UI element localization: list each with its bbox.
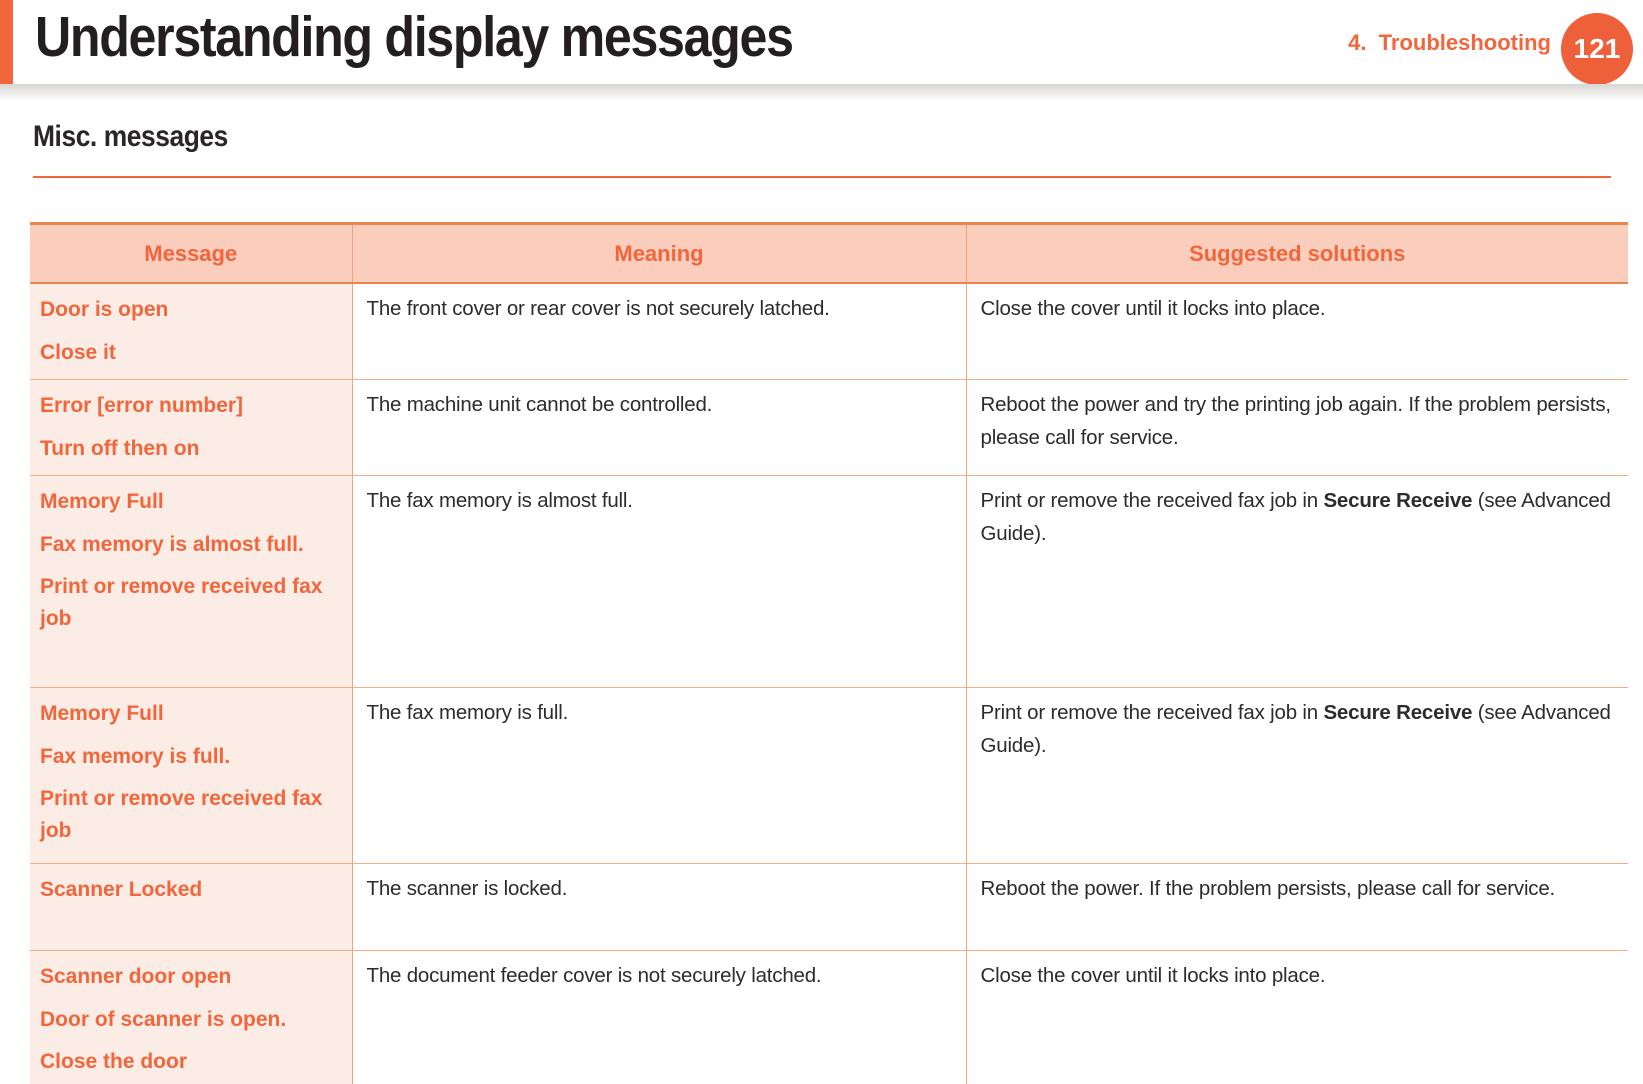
page-number: 121 xyxy=(1573,33,1621,64)
page-title: Understanding display messages xyxy=(35,5,794,69)
solution-text: Close the cover until it locks into plac… xyxy=(980,964,1326,987)
meaning-cell: The scanner is locked. xyxy=(351,863,966,951)
message-line: Door of scanner is open. xyxy=(40,1007,287,1031)
message-line: Door is open xyxy=(40,298,169,321)
column-header-meaning: Meaning xyxy=(351,223,966,284)
solution-text: Print or remove the received fax job in xyxy=(980,701,1324,724)
meaning-text: The scanner is locked. xyxy=(366,877,568,900)
message-cell: Memory Full Fax memory is full. Print or… xyxy=(30,687,352,864)
page-number-badge: 121 xyxy=(1561,13,1633,85)
message-line: Close it xyxy=(40,340,116,364)
message-line: Print or remove received fax job xyxy=(40,787,323,842)
meaning-cell: The machine unit cannot be controlled. xyxy=(351,379,966,476)
table-row-door-is-open: Door is open Close it The front cover or… xyxy=(30,283,1628,380)
message-cell: Memory Full Fax memory is almost full. P… xyxy=(30,475,352,688)
message-line: Close the door xyxy=(40,1050,188,1073)
column-header-suggested-solutions: Suggested solutions xyxy=(965,223,1628,284)
message-cell: Scanner door open Door of scanner is ope… xyxy=(30,950,352,1084)
message-line: Memory Full xyxy=(40,702,164,725)
solution-text: (see Advanced Guide). xyxy=(980,701,1611,757)
header-accent-bar xyxy=(0,0,13,88)
solution-cell: Reboot the power. If the problem persist… xyxy=(965,863,1628,951)
meaning-text: The front cover or rear cover is not sec… xyxy=(366,297,830,320)
solution-text: (see Advanced Guide). xyxy=(980,489,1611,545)
table-row-error-number: Error [error number] Turn off then on Th… xyxy=(30,379,1628,476)
meaning-cell: The document feeder cover is not securel… xyxy=(351,950,966,1084)
message-line: Scanner door open xyxy=(40,965,232,988)
section-rule xyxy=(33,176,1611,178)
message-line: Scanner Locked xyxy=(40,878,203,901)
table-row-scanner-door-open: Scanner door open Door of scanner is ope… xyxy=(30,950,1628,1084)
message-line: Error [error number] xyxy=(40,394,244,417)
message-cell: Scanner Locked xyxy=(30,863,352,951)
meaning-cell: The front cover or rear cover is not sec… xyxy=(351,283,966,380)
message-cell: Error [error number] Turn off then on xyxy=(30,379,352,476)
header-shadow xyxy=(0,84,1643,101)
solution-cell: Print or remove the received fax job in … xyxy=(965,687,1628,864)
message-line: Memory Full xyxy=(40,490,164,513)
solution-bold-text: Secure Receive xyxy=(1323,701,1473,724)
solution-cell: Close the cover until it locks into plac… xyxy=(965,950,1628,1084)
solution-text: Print or remove the received fax job in xyxy=(980,489,1324,512)
table-row-memory-full: Memory Full Fax memory is full. Print or… xyxy=(30,687,1628,864)
solution-cell: Reboot the power and try the printing jo… xyxy=(965,379,1628,476)
solution-text: Close the cover until it locks into plac… xyxy=(980,297,1326,320)
solution-cell: Close the cover until it locks into plac… xyxy=(965,283,1628,380)
solution-cell: Print or remove the received fax job in … xyxy=(965,475,1628,688)
meaning-cell: The fax memory is almost full. xyxy=(351,475,966,688)
chapter-label: 4. Troubleshooting xyxy=(1348,30,1551,55)
meaning-text: The fax memory is almost full. xyxy=(366,489,633,512)
table-row-memory-full-almost: Memory Full Fax memory is almost full. P… xyxy=(30,475,1628,688)
message-line: Fax memory is almost full. xyxy=(40,532,304,556)
message-cell: Door is open Close it xyxy=(30,283,352,380)
solution-bold-text: Secure Receive xyxy=(1323,489,1473,512)
table-header-row: Message Meaning Suggested solutions xyxy=(30,223,1628,284)
messages-table: Message Meaning Suggested solutions Door… xyxy=(30,222,1628,1084)
message-line: Print or remove received fax job xyxy=(40,575,323,630)
meaning-cell: The fax memory is full. xyxy=(351,687,966,864)
meaning-text: The machine unit cannot be controlled. xyxy=(366,393,713,416)
message-line: Turn off then on xyxy=(40,436,200,460)
table-row-scanner-locked: Scanner Locked The scanner is locked. Re… xyxy=(30,863,1628,951)
solution-text: Reboot the power and try the printing jo… xyxy=(980,393,1612,449)
section-heading: Misc. messages xyxy=(33,120,228,153)
message-line: Fax memory is full. xyxy=(40,744,231,768)
meaning-text: The fax memory is full. xyxy=(366,701,569,724)
solution-text: Reboot the power. If the problem persist… xyxy=(980,877,1556,900)
meaning-text: The document feeder cover is not securel… xyxy=(366,964,822,987)
column-header-message: Message xyxy=(30,223,352,284)
